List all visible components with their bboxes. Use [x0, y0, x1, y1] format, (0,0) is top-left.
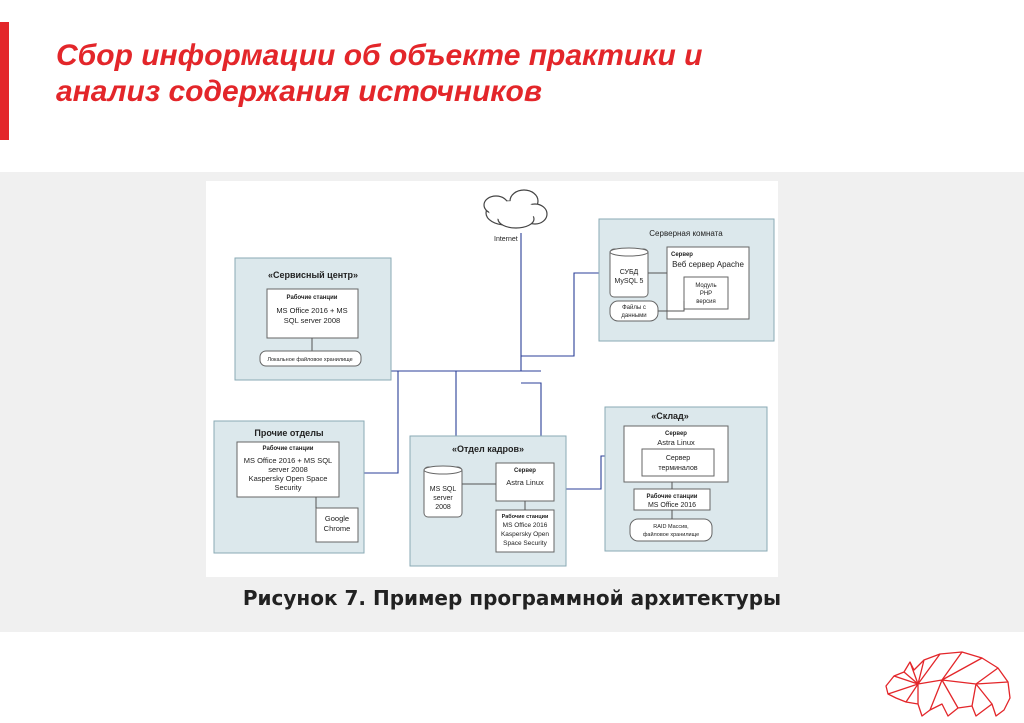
- figure-caption: Рисунок 7. Пример программной архитектур…: [242, 586, 782, 610]
- server-room-block: Серверная комната СУБД MySQL 5 Сервер Ве…: [598, 218, 775, 342]
- php-module-label-1: Модуль: [695, 283, 716, 289]
- dbms-label-1: СУБД: [620, 269, 639, 276]
- terminal-server-label-1: Сервер: [666, 455, 690, 462]
- hr-software-1: MS Office 2016: [503, 522, 548, 529]
- raid-storage-label-2: файловое хранилище: [643, 531, 699, 538]
- other-departments-software-4: Security: [274, 483, 301, 492]
- other-departments-software-2: server 2008: [268, 465, 308, 474]
- other-departments-software-1: MS Office 2016 + MS SQL: [244, 456, 332, 465]
- local-file-storage-label: Локальное файловое хранилище: [267, 356, 352, 363]
- slide-title-line-2: анализ содержания источников: [56, 75, 542, 108]
- warehouse-block: «Склад» Сервер Astra Linux Сервер термин…: [604, 406, 768, 552]
- service-center-workstations-label: Рабочие станции: [287, 294, 338, 301]
- link-other-departments: [364, 371, 399, 474]
- link-warehouse: [566, 455, 605, 490]
- server-room-title: Серверная комната: [649, 229, 723, 238]
- service-center-title: «Сервисный центр»: [268, 270, 358, 280]
- local-file-storage-icon: [259, 350, 362, 367]
- hr-db-label-1: MS SQL: [430, 486, 457, 493]
- hr-os-label: Astra Linux: [506, 478, 544, 487]
- web-server-label: Веб сервер Apache: [672, 260, 744, 269]
- network-links: [364, 233, 605, 490]
- other-departments-software-3: Kaspersky Open Space: [249, 474, 328, 483]
- warehouse-title: «Склад»: [651, 411, 689, 421]
- link-backbone-right: [521, 382, 542, 436]
- hr-workstations-label: Рабочие станции: [502, 513, 549, 520]
- hr-software-2: Kaspersky Open: [501, 531, 549, 538]
- google-chrome-label-2: Chrome: [324, 524, 351, 533]
- other-departments-title: Прочие отделы: [254, 428, 324, 438]
- warehouse-software-label: MS Office 2016: [648, 502, 696, 509]
- hr-software-3: Space Security: [503, 540, 547, 547]
- raid-storage-label-1: RAID Массив,: [653, 524, 689, 530]
- warehouse-server-label: Сервер: [665, 431, 687, 437]
- service-center-software-1: MS Office 2016 + MS: [276, 306, 347, 315]
- terminal-server-box: [641, 448, 715, 477]
- terminal-server-label-2: терминалов: [658, 465, 697, 472]
- rhino-logo-icon: [885, 651, 1011, 717]
- php-module-box: [683, 276, 729, 310]
- link-server-room: [521, 272, 599, 357]
- hr-department-title: «Отдел кадров»: [452, 444, 524, 454]
- hr-server-label: Сервер: [514, 468, 536, 474]
- internet-label: Internet: [494, 236, 518, 243]
- hr-department-block: «Отдел кадров» MS SQL server 2008 Сервер…: [409, 435, 567, 567]
- google-chrome-label-1: Google: [325, 514, 349, 523]
- php-module-label-2: PHP: [700, 291, 712, 297]
- slide-title: Сбор информации об объекте практики и ан…: [56, 38, 956, 110]
- service-center-workstations-box: [266, 288, 359, 339]
- warehouse-workstations-label: Рабочие станции: [647, 493, 698, 500]
- hr-workstations-box: [495, 509, 555, 553]
- php-module-label-3: версия: [696, 299, 715, 305]
- architecture-diagram: Internet Серверная комната СУБД MySQL 5 …: [213, 189, 775, 567]
- server-room-server-label: Сервер: [671, 252, 693, 258]
- slide-title-line-1: Сбор информации об объекте практики и: [56, 39, 703, 72]
- internet-cloud-fill: [489, 201, 537, 221]
- other-departments-workstations-label: Рабочие станции: [263, 445, 314, 452]
- warehouse-os-label: Astra Linux: [657, 438, 695, 447]
- hr-server-box: [495, 462, 555, 502]
- architecture-figure: Internet Серверная комната СУБД MySQL 5 …: [206, 181, 778, 577]
- hr-db-label-3: 2008: [435, 504, 451, 511]
- service-center-block: «Сервисный центр» Рабочие станции MS Off…: [234, 257, 392, 381]
- google-chrome-box: [315, 507, 359, 543]
- raid-storage-icon: [629, 518, 713, 542]
- accent-bar: [0, 22, 9, 140]
- data-files-label-2: данными: [621, 313, 646, 319]
- hr-db-label-2: server: [433, 495, 453, 502]
- other-departments-workstations-box: [236, 441, 340, 498]
- other-departments-block: Прочие отделы Рабочие станции MS Office …: [213, 420, 365, 554]
- service-center-software-2: SQL server 2008: [284, 316, 340, 325]
- dbms-label-2: MySQL 5: [615, 278, 644, 285]
- data-files-label-1: Файлы с: [622, 304, 646, 311]
